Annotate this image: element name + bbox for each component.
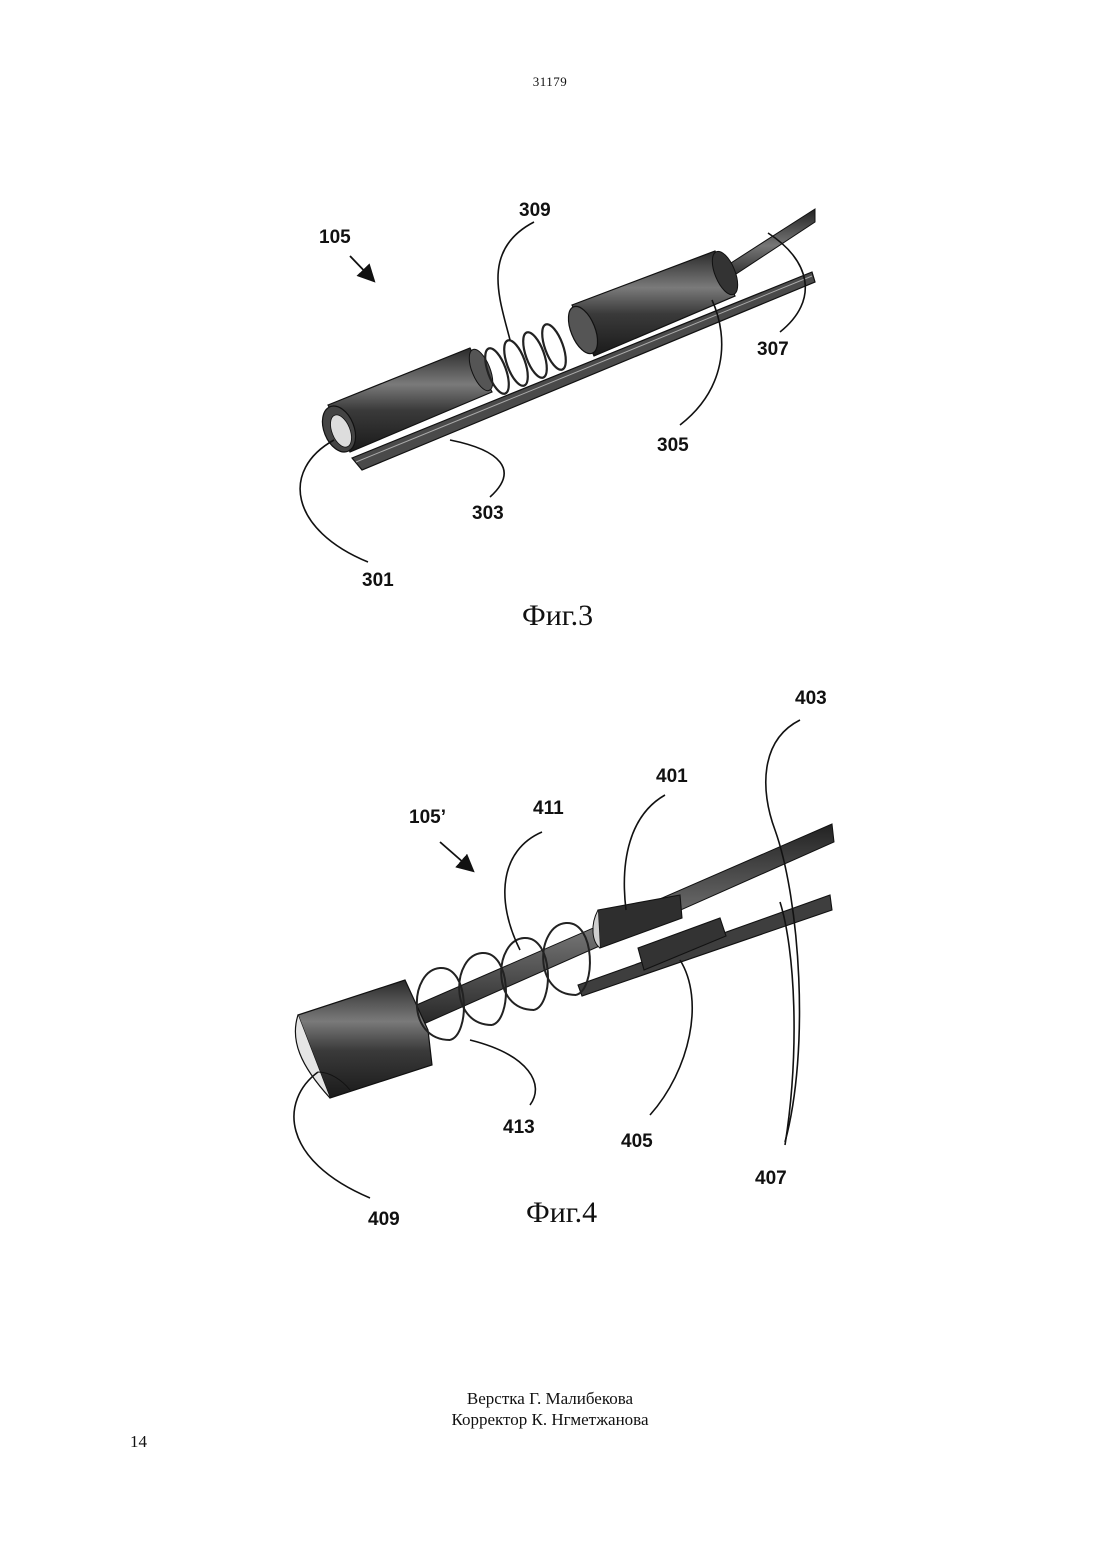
figure-3: 105 309 307 305 303 301 Фиг.3 [300, 200, 815, 632]
label-407: 407 [755, 1168, 787, 1189]
left-half-sleeve [295, 980, 432, 1098]
figure-4: 403 401 411 105’ 413 405 407 409 Фиг.4 [294, 688, 834, 1230]
proof-credit: Корректор К. Нгметжанова [0, 1409, 1100, 1430]
arrow-105-prime [440, 842, 472, 870]
label-309: 309 [519, 200, 551, 221]
leader-303 [450, 440, 504, 497]
leader-405 [650, 960, 692, 1115]
label-303: 303 [472, 503, 504, 524]
label-409: 409 [368, 1209, 400, 1230]
label-401: 401 [656, 766, 688, 787]
label-307: 307 [757, 339, 789, 360]
label-403: 403 [795, 688, 827, 709]
label-305: 305 [657, 435, 689, 456]
figure-4-caption: Фиг.4 [526, 1196, 597, 1229]
leader-413 [470, 1040, 535, 1105]
arrow-105 [350, 256, 373, 280]
page-number: 14 [130, 1432, 147, 1452]
leader-401 [624, 795, 665, 910]
leader-309 [498, 222, 534, 340]
label-105-prime: 105’ [409, 807, 446, 828]
credits: Верстка Г. Малибекова Корректор К. Нгмет… [0, 1388, 1100, 1430]
label-405: 405 [621, 1131, 653, 1152]
label-301: 301 [362, 570, 394, 591]
label-105: 105 [319, 227, 351, 248]
figure-3-caption: Фиг.3 [522, 599, 593, 632]
label-413: 413 [503, 1117, 535, 1138]
leader-411 [505, 832, 542, 950]
label-411: 411 [533, 798, 564, 819]
layout-credit: Верстка Г. Малибекова [0, 1388, 1100, 1409]
